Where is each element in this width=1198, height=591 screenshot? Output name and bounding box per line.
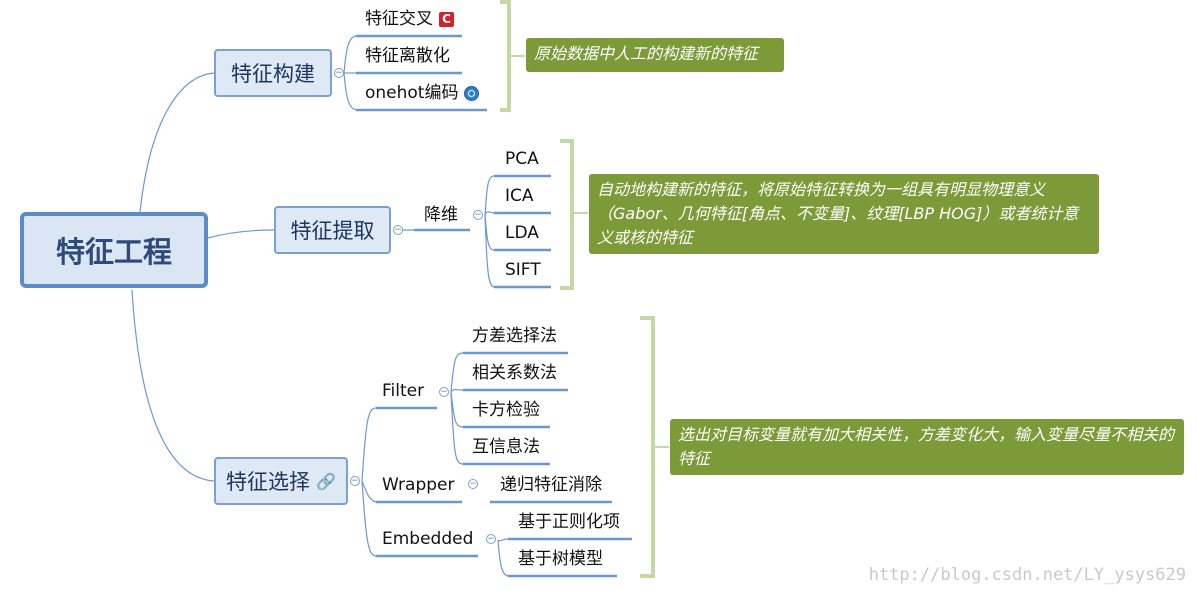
note-extraction: 自动地构建新的特征，将原始特征转换为一组具有明显物理意义（Gabor、几何特征[… [589, 174, 1099, 254]
subtopic-dimension-reduction[interactable]: 降维 [424, 204, 458, 226]
leaf-correlation[interactable]: 相关系数法 [472, 363, 557, 383]
c-letter-icon: C [439, 11, 454, 27]
link-root-construct [139, 72, 216, 213]
subtopic-wrapper[interactable]: Wrapper [382, 475, 455, 495]
bracket-select [640, 316, 655, 578]
link-root-extract [207, 229, 275, 239]
topic-feature-construction[interactable]: 特征构建 [214, 49, 332, 97]
leaf-tree-model[interactable]: 基于树模型 [518, 549, 603, 569]
collapse-toggle-icon[interactable]: − [486, 534, 496, 544]
link-root-select [131, 289, 215, 482]
note-selection: 选出对目标变量就有加大相关性，方差变化大，输入变量尽量不相关的特征 [670, 419, 1184, 475]
topic-label: 特征选择 [226, 470, 311, 494]
topic-label: 特征构建 [231, 62, 315, 86]
bracket-construct [500, 0, 511, 112]
leaf-label: 特征交叉 [365, 9, 433, 29]
link-construct-3 [343, 72, 357, 111]
collapse-toggle-icon[interactable]: − [468, 479, 478, 489]
leaf-feature-discretization[interactable]: 特征离散化 [365, 45, 450, 67]
leaf-regularization[interactable]: 基于正则化项 [518, 512, 620, 532]
leaf-label: 特征离散化 [365, 46, 450, 66]
leaf-lda[interactable]: LDA [505, 223, 539, 243]
leaf-recursive-elimination[interactable]: 递归特征消除 [500, 475, 602, 495]
leaf-ica[interactable]: ICA [505, 186, 534, 206]
bracket-extract [560, 139, 574, 290]
topic-feature-selection[interactable]: 特征选择🔗 [214, 457, 348, 505]
collapse-toggle-icon[interactable]: − [350, 476, 360, 486]
leaf-onehot-encoding[interactable]: onehot编码 [365, 82, 480, 104]
topic-label: 特征提取 [290, 219, 375, 243]
root-topic-label: 特征工程 [55, 235, 172, 269]
leaf-pca[interactable]: PCA [505, 149, 539, 169]
topic-feature-extraction[interactable]: 特征提取 [274, 206, 391, 254]
leaf-chi-square[interactable]: 卡方检验 [472, 400, 540, 420]
leaf-mutual-information[interactable]: 互信息法 [472, 437, 540, 457]
leaf-label: onehot编码 [365, 83, 459, 103]
subtopic-embedded[interactable]: Embedded [382, 529, 474, 549]
collapse-toggle-icon[interactable]: − [334, 68, 344, 78]
globe-icon [464, 85, 480, 101]
root-topic[interactable]: 特征工程 [20, 212, 208, 288]
leaf-label: 降维 [424, 205, 458, 225]
watermark: http://blog.csdn.net/LY_ysys629 [868, 565, 1186, 585]
collapse-toggle-icon[interactable]: − [439, 387, 449, 397]
leaf-sift[interactable]: SIFT [505, 260, 541, 280]
link-icon: 🔗 [316, 471, 336, 491]
collapse-toggle-icon[interactable]: − [393, 225, 403, 235]
leaf-variance-selection[interactable]: 方差选择法 [472, 326, 557, 346]
subtopic-filter[interactable]: Filter [382, 381, 425, 401]
note-construction: 原始数据中人工的构建新的特征 [526, 38, 784, 72]
collapse-toggle-icon[interactable]: − [473, 210, 483, 220]
link-construct-1 [343, 35, 357, 74]
leaf-feature-cross[interactable]: 特征交叉 C [365, 8, 454, 30]
